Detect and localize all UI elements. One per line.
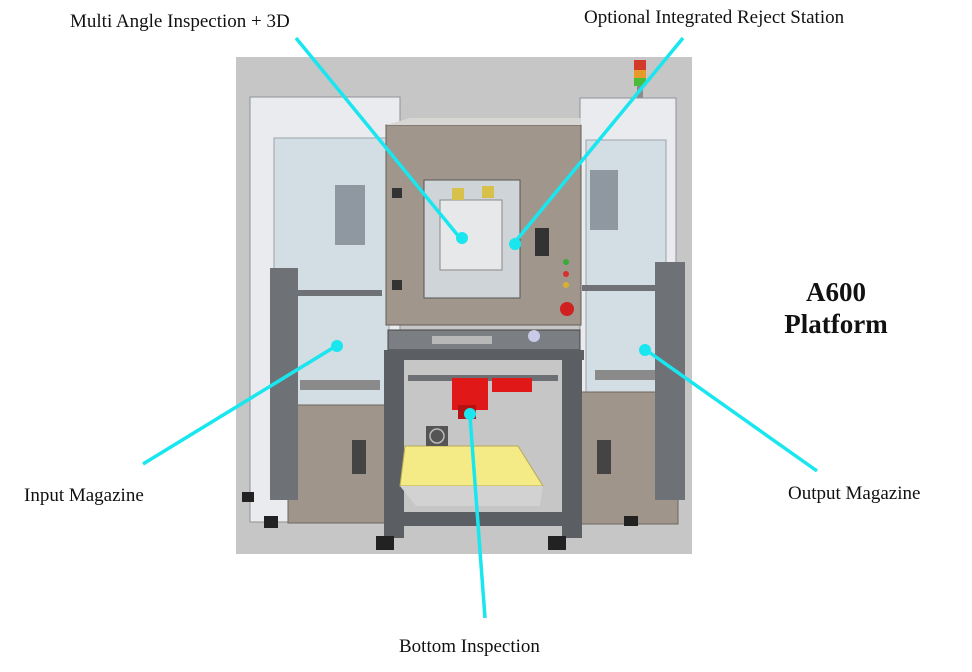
platform-title: A600 Platform	[776, 276, 896, 341]
fan-icon	[426, 426, 448, 446]
label-reject-station: Optional Integrated Reject Station	[584, 7, 845, 28]
callout-dot-reject-station	[509, 238, 521, 250]
callout-dot-multi-angle	[456, 232, 468, 244]
platform-title-line1: A600	[806, 277, 866, 307]
label-bottom-inspection: Bottom Inspection	[399, 636, 540, 657]
label-output-magazine: Output Magazine	[788, 483, 921, 504]
callout-dot-input-magazine	[331, 340, 343, 352]
callout-dot-bottom-inspection	[464, 408, 476, 420]
callout-line-input-magazine	[142, 344, 337, 466]
left-module	[249, 96, 401, 524]
central-cabinet	[385, 118, 582, 326]
callout-lines	[142, 36, 819, 619]
machine-feet	[242, 492, 638, 550]
callout-line-reject-station	[513, 36, 685, 244]
label-multi-angle-inspection: Multi Angle Inspection + 3D	[70, 11, 290, 32]
callout-line-bottom-inspection	[468, 415, 487, 619]
callout-line-output-magazine	[644, 348, 819, 473]
platform-title-line2: Platform	[784, 309, 888, 340]
callout-line-multi-angle	[294, 36, 462, 240]
right-module	[579, 97, 685, 525]
label-input-magazine: Input Magazine	[24, 485, 144, 506]
callout-dot-output-magazine	[639, 344, 651, 356]
